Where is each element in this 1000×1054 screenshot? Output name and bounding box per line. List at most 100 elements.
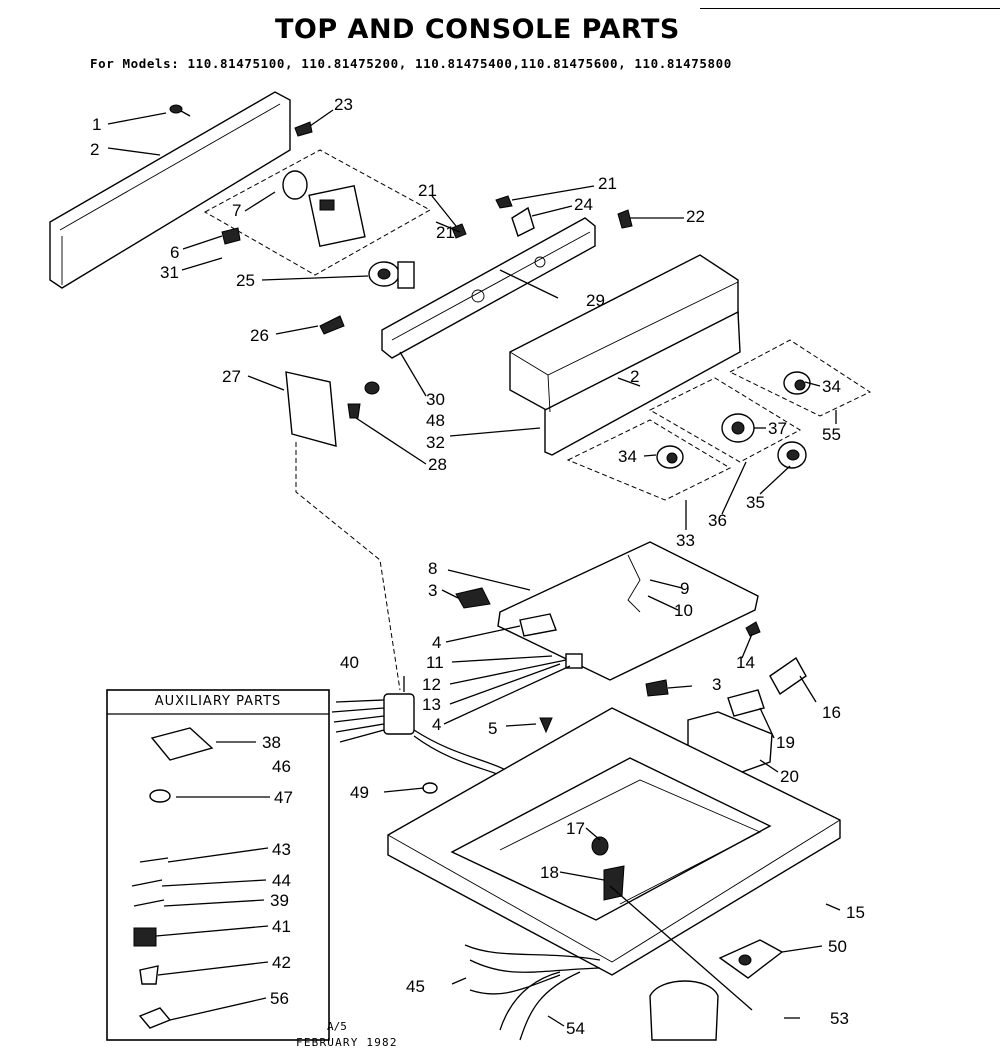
knob-part-34a bbox=[783, 371, 811, 395]
footer-code: A/5 bbox=[327, 1020, 347, 1033]
callout-34a: 34 bbox=[822, 377, 841, 396]
callout-8: 8 bbox=[428, 559, 437, 578]
aux-part-43 bbox=[139, 857, 169, 863]
callout-18: 18 bbox=[540, 863, 559, 882]
aux-part-42 bbox=[139, 965, 159, 985]
callout-32: 32 bbox=[426, 433, 445, 452]
callout-49: 49 bbox=[350, 783, 369, 802]
switch-part-12 bbox=[565, 653, 583, 669]
callout-21c: 21 bbox=[598, 174, 617, 193]
callout-40: 40 bbox=[340, 653, 359, 672]
callout-43: 43 bbox=[272, 840, 291, 859]
bracket-part-27 bbox=[285, 371, 337, 447]
callout-47: 47 bbox=[274, 788, 293, 807]
screw-part-17 bbox=[591, 836, 609, 856]
callout-30: 30 bbox=[426, 390, 445, 409]
callout-22: 22 bbox=[686, 207, 705, 226]
screw-part-21b bbox=[495, 195, 513, 209]
footer-date: FEBRUARY 1982 bbox=[296, 1036, 398, 1049]
callout-29: 29 bbox=[586, 291, 605, 310]
callout-28: 28 bbox=[428, 455, 447, 474]
screw-part-28 bbox=[347, 403, 361, 419]
callout-42: 42 bbox=[272, 953, 291, 972]
callout-4a: 4 bbox=[432, 633, 441, 652]
callout-14: 14 bbox=[736, 653, 755, 672]
lid-switch-part-16 bbox=[769, 656, 807, 696]
callout-6: 6 bbox=[170, 243, 179, 262]
callout-31: 31 bbox=[160, 263, 179, 282]
aux-part-39 bbox=[133, 899, 165, 907]
bracket-part-24 bbox=[511, 206, 535, 237]
callout-41: 41 bbox=[272, 917, 291, 936]
callout-9: 9 bbox=[680, 579, 689, 598]
callout-45: 45 bbox=[406, 977, 425, 996]
control-bracket-part-30 bbox=[381, 217, 596, 359]
console-panel bbox=[49, 91, 291, 289]
callout-2b: 2 bbox=[630, 367, 639, 386]
wire-harness-part-45 bbox=[464, 944, 601, 1041]
aux-part-38 bbox=[150, 727, 214, 761]
callout-5: 5 bbox=[488, 719, 497, 738]
callout-50: 50 bbox=[828, 937, 847, 956]
callout-56: 56 bbox=[270, 989, 289, 1008]
callout-33: 33 bbox=[676, 531, 695, 550]
knob-part-34b bbox=[656, 445, 684, 469]
callout-39: 39 bbox=[270, 891, 289, 910]
screw-part-1 bbox=[169, 104, 191, 117]
clip-part-26 bbox=[319, 315, 345, 335]
callout-26: 26 bbox=[250, 326, 269, 345]
bracket-part-19 bbox=[727, 689, 765, 717]
callout-2: 2 bbox=[90, 140, 99, 159]
clip-part-23 bbox=[294, 121, 313, 137]
callout-11: 11 bbox=[426, 653, 444, 672]
callout-46: 46 bbox=[272, 757, 291, 776]
pin-part-6 bbox=[221, 227, 241, 245]
callout-21b: 21 bbox=[436, 223, 455, 242]
auxiliary-parts-title: AUXILIARY PARTS bbox=[154, 694, 282, 709]
callout-17: 17 bbox=[566, 819, 585, 838]
callout-15: 15 bbox=[846, 903, 865, 922]
bracket-part-3a bbox=[455, 587, 491, 609]
leader-lines bbox=[107, 109, 841, 1027]
header-rule bbox=[700, 8, 1000, 9]
callout-54: 54 bbox=[566, 1019, 585, 1038]
callout-23: 23 bbox=[334, 95, 353, 114]
screw-part-22 bbox=[617, 209, 633, 229]
aux-part-56 bbox=[138, 1007, 172, 1029]
callout-44: 44 bbox=[272, 871, 291, 890]
screw-part-49 bbox=[422, 782, 438, 794]
callout-36: 36 bbox=[708, 511, 727, 530]
callout-21a: 21 bbox=[418, 181, 437, 200]
knob-part-48 bbox=[364, 381, 380, 395]
aux-part-44 bbox=[131, 879, 163, 887]
callout-1: 1 bbox=[92, 115, 101, 134]
callout-7: 7 bbox=[232, 201, 241, 220]
part-4a bbox=[519, 613, 557, 637]
bracket-part-3b bbox=[645, 679, 669, 697]
diagram-title: TOP AND CONSOLE PARTS bbox=[275, 14, 680, 45]
callout-3a: 3 bbox=[428, 581, 437, 600]
callout-12: 12 bbox=[422, 675, 441, 694]
console-housing-part-32 bbox=[509, 254, 741, 456]
callout-4b: 4 bbox=[432, 715, 441, 734]
timer-part-7 bbox=[282, 170, 366, 248]
callout-55: 55 bbox=[822, 425, 841, 444]
aux-part-41 bbox=[133, 927, 157, 947]
callout-numbers: 1 2 23 7 6 31 21 21 21 24 22 25 29 26 27… bbox=[90, 95, 865, 1038]
callout-27: 27 bbox=[222, 367, 241, 386]
callout-13: 13 bbox=[422, 695, 441, 714]
callout-10: 10 bbox=[674, 601, 693, 620]
callout-20: 20 bbox=[780, 767, 799, 786]
callout-3b: 3 bbox=[712, 675, 721, 694]
callout-25: 25 bbox=[236, 271, 255, 290]
washer-top-part-15 bbox=[387, 707, 841, 976]
callout-24: 24 bbox=[574, 195, 593, 214]
callout-19: 19 bbox=[776, 733, 795, 752]
switch-part-25 bbox=[368, 261, 415, 289]
callout-35: 35 bbox=[746, 493, 765, 512]
callout-38: 38 bbox=[262, 733, 281, 752]
screw-part-5 bbox=[539, 717, 553, 734]
bumper-part-50 bbox=[718, 939, 784, 979]
models-line: For Models: 110.81475100, 110.81475200, … bbox=[90, 56, 732, 71]
